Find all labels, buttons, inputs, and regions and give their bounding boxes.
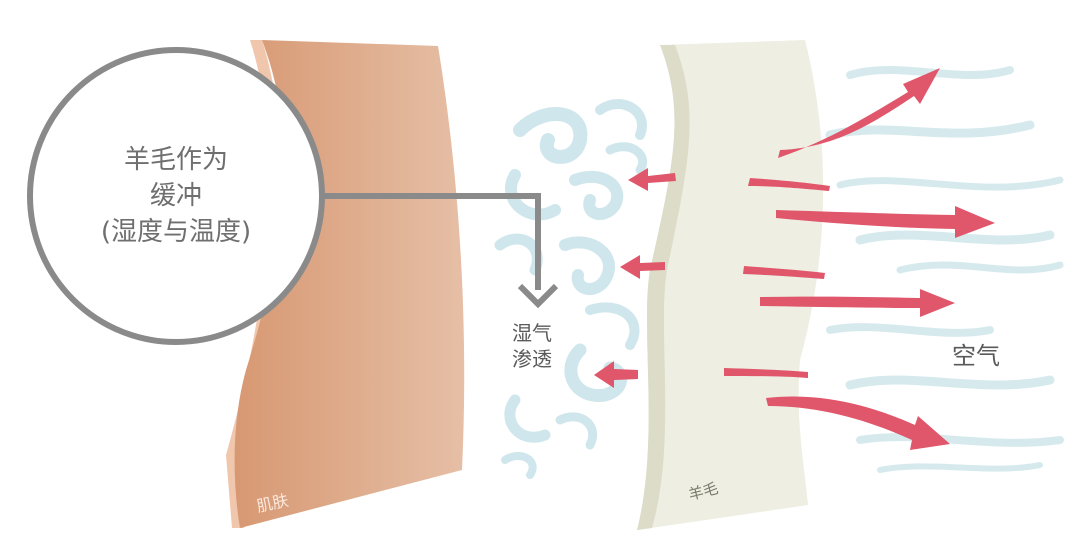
arrow-right-4 <box>766 396 950 450</box>
callout-line-3: (湿度与温度) <box>101 217 251 247</box>
callout-arrowhead <box>517 283 559 309</box>
arrow-right-3 <box>760 289 955 317</box>
callout-line-2: 缓冲 <box>150 181 202 211</box>
arrow-stub-1 <box>748 178 830 191</box>
outward-arrows <box>724 68 995 450</box>
callout-line-1: 羊毛作为 <box>124 145 228 175</box>
arrow-right-1 <box>778 68 940 158</box>
wool-layer: 羊毛 <box>637 40 824 530</box>
callout: 羊毛作为 缓冲 (湿度与温度) <box>27 47 559 345</box>
vapor-swirls-left <box>494 99 648 479</box>
arrow-left-1 <box>628 168 676 191</box>
moisture-label-line-1: 湿气 <box>512 321 552 345</box>
arrow-stub-2 <box>743 266 825 279</box>
callout-connector <box>322 193 541 290</box>
inward-arrows <box>594 168 676 388</box>
wool-edge <box>637 45 690 530</box>
moisture-label-line-2: 渗透 <box>512 347 552 371</box>
moisture-label: 湿气 渗透 <box>512 321 552 371</box>
arrow-right-2 <box>776 206 995 238</box>
air-label: 空气 <box>952 342 1000 370</box>
arrow-stub-3 <box>724 368 808 378</box>
arrow-left-3 <box>594 361 638 388</box>
arrow-left-2 <box>620 255 665 279</box>
